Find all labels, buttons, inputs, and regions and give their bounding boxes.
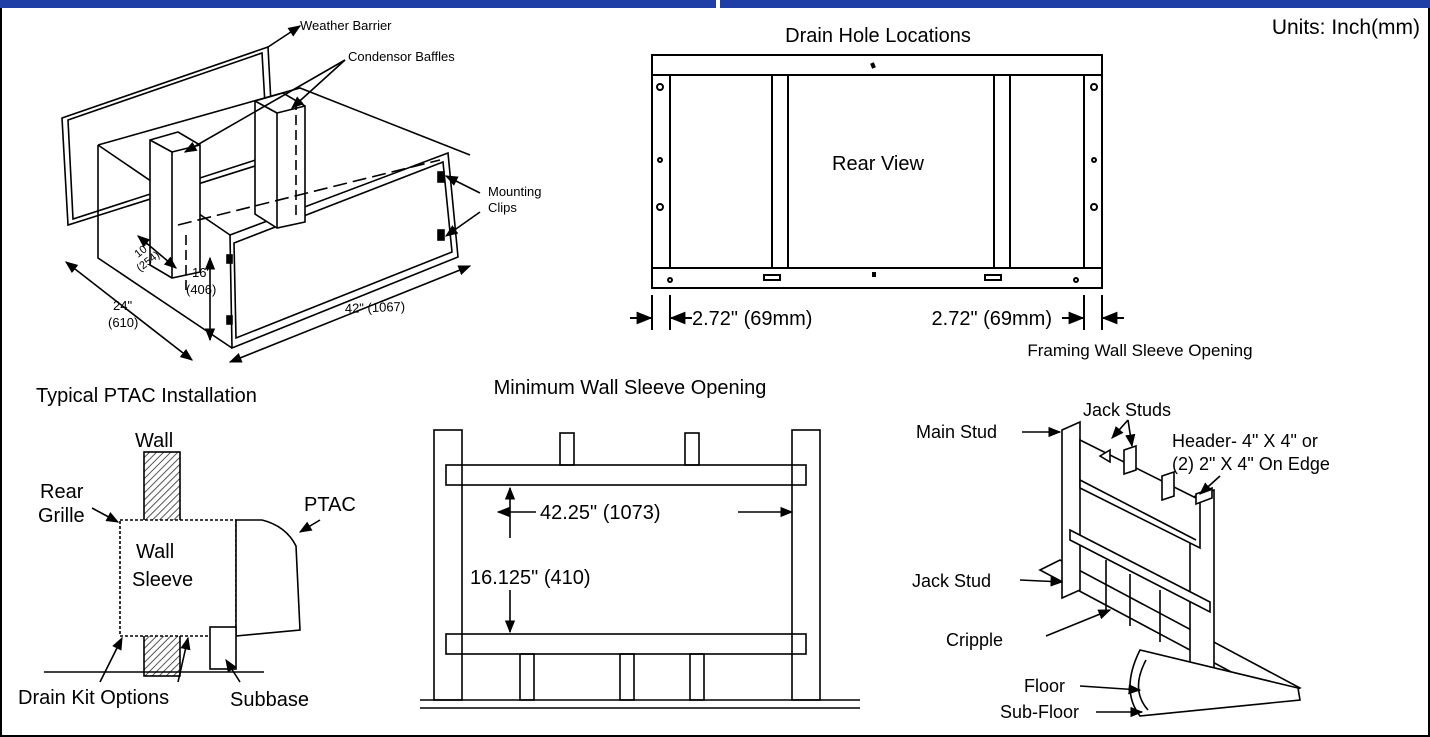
drain-left-dim: 2.72" (69mm): [692, 308, 812, 330]
rear-grille-label-1: Rear: [40, 481, 84, 503]
mounting-clips-label-2: Clips: [488, 200, 517, 215]
subbase-label: Subbase: [230, 689, 309, 711]
min-opening-title: Minimum Wall Sleeve Opening: [494, 377, 767, 399]
main-stud-label: Main Stud: [916, 422, 997, 442]
wall-sleeve-label-1: Wall: [136, 541, 174, 563]
rear-grille-label-2: Grille: [38, 505, 85, 527]
units-label: Units: Inch(mm): [1272, 16, 1420, 39]
sleeve-3d-labels: Weather Barrier Condensor Baffles Mounti…: [108, 18, 541, 330]
header-label-1: Header- 4" X 4" or: [1172, 431, 1318, 451]
outer-border: [0, 8, 1430, 737]
drain-kit-label: Drain Kit Options: [18, 687, 169, 709]
mounting-clips-label-1: Mounting: [488, 184, 541, 199]
min-opening-width: 42.25" (1073): [540, 502, 661, 524]
dim-16-mm-label: (406): [186, 282, 216, 297]
rear-view-label: Rear View: [832, 153, 924, 175]
top-bar-separator: [715, 0, 721, 8]
ptac-install-title: Typical PTAC Installation: [36, 385, 257, 407]
jack-stud-label: Jack Stud: [912, 571, 991, 591]
cripple-label: Cripple: [946, 630, 1003, 650]
sleeve-3d-diagram: [61, 25, 481, 363]
drain-holes-title: Drain Hole Locations: [785, 25, 971, 47]
top-bar-left: [0, 0, 715, 8]
weather-barrier-label: Weather Barrier: [300, 18, 392, 33]
floor-label: Floor: [1024, 676, 1065, 696]
min-opening-height: 16.125" (410): [470, 567, 591, 589]
drain-right-dim: 2.72" (69mm): [932, 308, 1052, 330]
dim-24-label: 24": [113, 298, 132, 313]
dim-42-label: 42" (1067): [345, 299, 406, 316]
condensor-baffles-label: Condensor Baffles: [348, 49, 455, 64]
top-bar-right: [721, 0, 1430, 8]
header-label-2: (2) 2" X 4" On Edge: [1172, 454, 1330, 474]
ptac-label: PTAC: [304, 494, 356, 516]
rear-view-diagram: [630, 54, 1124, 330]
framing-diagram: [1019, 419, 1302, 718]
dim-24-mm-label: (610): [108, 315, 138, 330]
jack-studs-label: Jack Studs: [1083, 400, 1171, 420]
min-opening-diagram: [420, 429, 860, 709]
ptac-install-diagram: [44, 451, 321, 683]
dim-16-label: 16": [192, 265, 211, 280]
framing-title: Framing Wall Sleeve Opening: [1027, 341, 1252, 360]
sub-floor-label: Sub-Floor: [1000, 702, 1079, 722]
wall-sleeve-label-2: Sleeve: [132, 569, 193, 591]
wall-label: Wall: [135, 430, 173, 452]
